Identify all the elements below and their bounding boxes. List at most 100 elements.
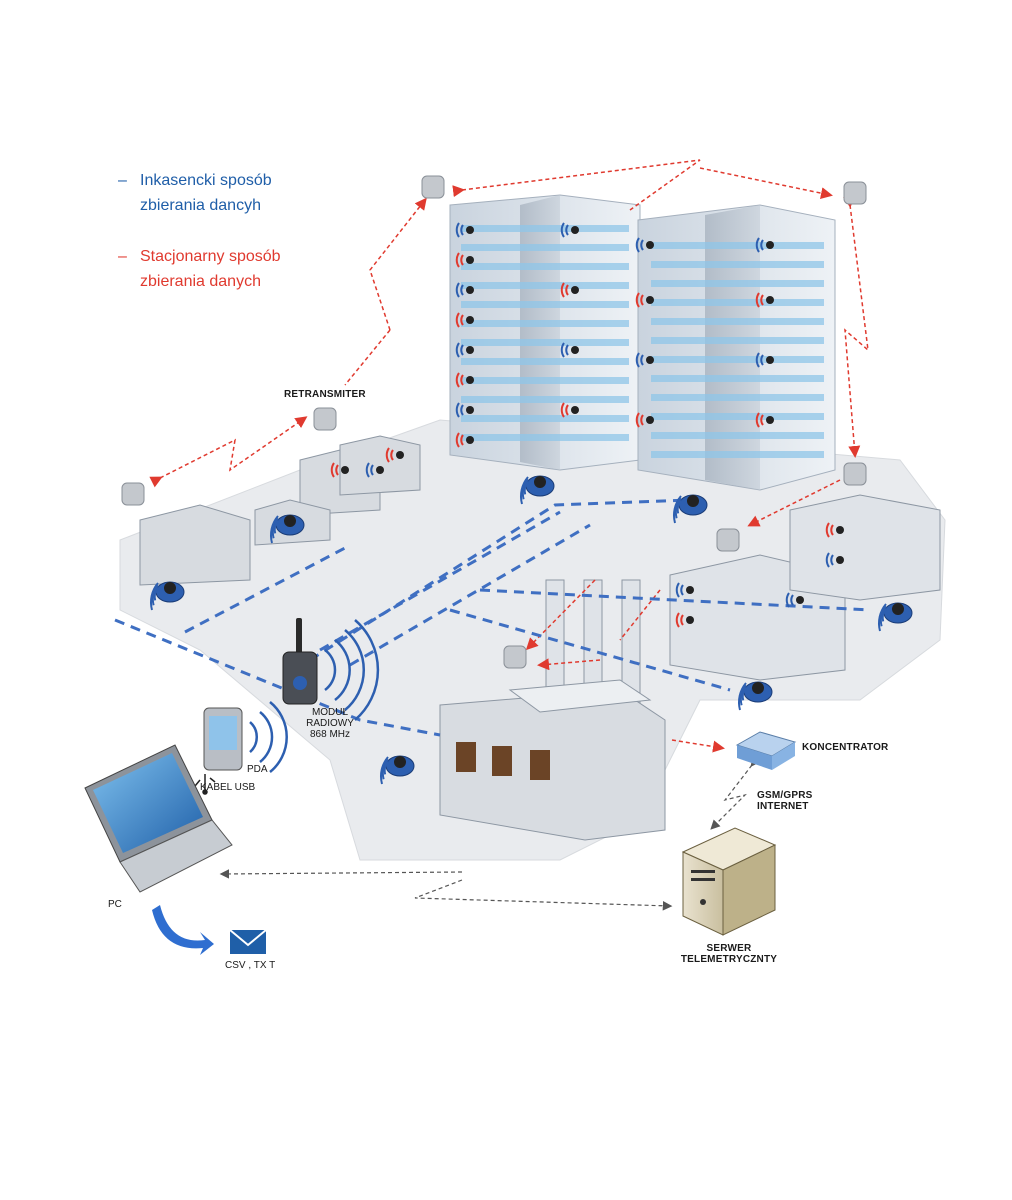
- repeater-icon: [313, 407, 337, 431]
- legend-stationary-text1: Stacjonarny sposób: [140, 248, 281, 265]
- factory: [439, 579, 666, 841]
- window-row: [461, 301, 629, 308]
- water-meter-icon: [269, 514, 305, 544]
- building-windows: [461, 225, 824, 458]
- radio-module-label: MODUŁ RADIOWY 868 MHz: [300, 707, 360, 740]
- apartment-meter-icon: [385, 447, 404, 463]
- repeater-icon: [843, 181, 867, 205]
- window-row: [651, 299, 824, 306]
- apartment-meter-icon: [365, 462, 384, 478]
- legend-manual: –Inkasencki sposób zbierania dancyh: [118, 168, 272, 218]
- legend-manual-line1: –Inkasencki sposób: [118, 168, 272, 193]
- apartment-meter-icon: [330, 462, 349, 478]
- tall-building-left: [449, 194, 641, 471]
- usb-cable-label: KABEL USB: [200, 782, 256, 793]
- server-links: [219, 756, 761, 911]
- server-label-line1: SERWER: [706, 943, 752, 954]
- gsm-label-line2: INTERNET: [757, 801, 809, 812]
- apartment-blocks: [669, 494, 941, 681]
- legend-manual-text2: zbierania dancyh: [140, 197, 261, 214]
- window-row: [461, 377, 629, 384]
- legend-manual-text1: Inkasencki sposób: [140, 172, 272, 189]
- window-row: [651, 413, 824, 420]
- apartment-meter-icon: [755, 237, 774, 253]
- radio-module: [282, 618, 318, 705]
- repeater-icon: [843, 462, 867, 486]
- window-row: [651, 261, 824, 268]
- radio-module-label-line2: RADIOWY: [306, 718, 354, 729]
- link-retransmiter: [149, 416, 308, 488]
- apartment-meter-icon: [455, 432, 474, 448]
- link-concentrator: [671, 739, 725, 753]
- row-houses: [139, 435, 421, 586]
- apartment-meter-icon: [785, 592, 804, 608]
- link-apartments: [747, 479, 841, 527]
- export-arrow-icon: [152, 905, 214, 955]
- manual-links: [114, 498, 871, 737]
- apartment-meter-icon: [635, 412, 654, 428]
- concentrator: [735, 731, 797, 770]
- file-formats-label: CSV , TX T: [225, 960, 276, 971]
- window-row: [461, 263, 629, 270]
- apartment-meter-icon: [635, 352, 654, 368]
- pda-waves: [249, 701, 288, 773]
- repeater-icon: [121, 482, 145, 506]
- apartment-meter-icon: [560, 222, 579, 238]
- window-row: [461, 282, 629, 289]
- apartment-meter-icon: [455, 342, 474, 358]
- apartment-meter-icon: [635, 292, 654, 308]
- apartment-meter-icon: [560, 282, 579, 298]
- legend-stationary-line1: –Stacjonarny sposób: [118, 244, 281, 269]
- window-row: [651, 356, 824, 363]
- link-left-bldg: [369, 197, 427, 331]
- apartment-meter-icon: [455, 252, 474, 268]
- legend-stationary-text2: zbierania danych: [140, 273, 261, 290]
- water-meter-icon: [877, 602, 913, 632]
- window-row: [651, 375, 824, 382]
- apartment-meter-icon: [755, 352, 774, 368]
- server-label: SERWER TELEMETRYCZNTY: [670, 943, 788, 965]
- window-row: [651, 432, 824, 439]
- window-row: [461, 396, 629, 403]
- gsm-label-line1: GSM/GPRS: [757, 790, 813, 801]
- retransmiter-label: RETRANSMITER: [284, 389, 366, 400]
- window-row: [461, 320, 629, 327]
- link-factory-right: [537, 658, 601, 671]
- link-left-bldg-low: [344, 329, 391, 386]
- apartment-meter-icon: [755, 292, 774, 308]
- legend-dash: –: [118, 248, 127, 265]
- water-meter-icon: [149, 581, 185, 611]
- apartment-meter-icon: [675, 582, 694, 598]
- server-label-line2: TELEMETRYCZNTY: [680, 954, 778, 965]
- window-row: [651, 242, 824, 249]
- apartment-meter-icon: [455, 312, 474, 328]
- link-top-right: [699, 167, 833, 200]
- link-top: [452, 159, 701, 211]
- apartment-meter-icon: [560, 402, 579, 418]
- apartment-meter-icon: [560, 342, 579, 358]
- apartment-meter-icon: [825, 522, 844, 538]
- repeaters: [121, 175, 867, 669]
- window-row: [651, 318, 824, 325]
- apartment-meter-icon: [455, 372, 474, 388]
- pda-label: PDA: [247, 764, 268, 775]
- gsm-label: GSM/GPRS INTERNET: [757, 790, 813, 812]
- concentrator-label: KONCENTRATOR: [802, 742, 889, 753]
- repeater-icon: [716, 528, 740, 552]
- water-meter-icon: [519, 475, 555, 505]
- pc-label: PC: [108, 899, 122, 910]
- window-row: [461, 415, 629, 422]
- window-row: [461, 358, 629, 365]
- apartment-meter-icon: [455, 402, 474, 418]
- apartment-meter-icon: [825, 552, 844, 568]
- window-row: [461, 225, 629, 232]
- window-row: [461, 434, 629, 441]
- apartment-meter-icon: [755, 412, 774, 428]
- radio-module-waves: [324, 619, 380, 721]
- window-row: [651, 451, 824, 458]
- water-meter-icon: [672, 494, 708, 524]
- legend-dash: –: [118, 172, 127, 189]
- radio-module-label-line3: 868 MHz: [309, 729, 350, 740]
- link-gsm: [710, 756, 761, 830]
